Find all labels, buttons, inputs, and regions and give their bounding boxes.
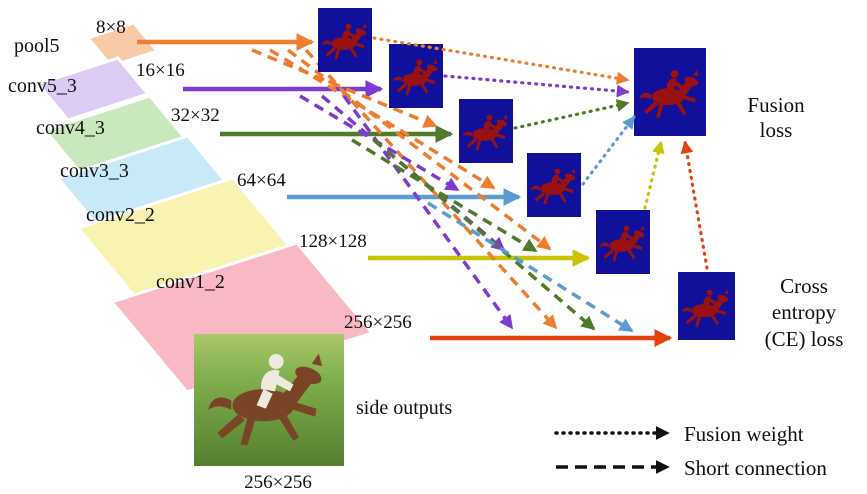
loss-labels: Fusion loss Cross entropy (CE) loss [747,93,843,351]
fusion-weight-from-map1 [372,36,630,85]
fusion-map [634,48,706,136]
legend-label-short-connection: Short connection [684,456,827,480]
short-connection-pool5-3 [286,48,552,251]
legend: Fusion weight Short connection [554,422,827,480]
input-image-caption: 256×256 [244,472,312,493]
layer-slab-pool5 [85,21,160,68]
resolution-label-32x32: 32×32 [171,105,220,126]
side-output-map-2 [389,44,443,108]
resolution-label-128x128: 128×128 [299,231,367,252]
layer-label-conv1_2: conv1_2 [156,271,225,293]
resolution-label-256x256: 256×256 [344,312,412,333]
side-output-map-4 [527,153,581,217]
conv-stack: pool5 conv5_3 conv4_3 conv3_3 conv2_2 co… [8,21,375,394]
side-outputs-label: side outputs [356,397,452,419]
short-connection-pool5-2 [269,48,496,190]
short-connection-arrows [251,48,634,333]
layer-label-conv4_3: conv4_3 [36,117,105,139]
fusion-loss-label-line2: loss [760,118,793,142]
input-image [194,334,344,466]
short-connection-conv5_3-3 [342,94,514,330]
legend-label-fusion-weight: Fusion weight [684,422,804,446]
fusion-weight-from-map5 [643,140,665,210]
ce-loss-label-line1: Cross [780,274,828,298]
layer-slab-conv5_3 [35,56,151,122]
layer-label-pool5: pool5 [14,35,60,57]
fusion-weight-arrows [372,36,709,270]
layer-slab-conv1_2 [109,241,375,394]
side-output-map-6 [678,272,735,340]
short-connection-conv4_3-1 [351,138,538,253]
ce-loss-label-line3: (CE) loss [765,327,844,351]
fusion-loss-label-line1: Fusion [747,93,805,117]
fusion-weight-from-map2 [443,74,630,98]
layer-label-conv3_3: conv3_3 [60,160,129,182]
fusion-weight-from-map4 [581,115,636,186]
fusion-weight-from-map3 [513,99,630,130]
short-connection-pool5-4 [304,48,558,330]
ce-loss-label-line2: entropy [772,300,837,324]
side-output-map-3 [459,99,513,163]
resolution-label-16x16: 16×16 [136,60,185,81]
resolution-label-64x64: 64×64 [237,170,286,191]
short-connection-conv3_3-1 [427,201,634,333]
layer-label-conv5_3: conv5_3 [8,75,77,97]
resolution-label-8x8: 8×8 [96,17,126,38]
layer-label-conv2_2: conv2_2 [86,204,155,226]
side-output-map-1 [318,8,372,72]
side-output-map-5 [596,210,650,274]
resolution-labels: 8×8 16×16 32×32 64×64 128×128 256×256 [96,17,412,333]
side-output-maps [318,8,735,340]
short-connection-conv4_3-2 [372,138,596,331]
fusion-weight-from-map6 [680,140,709,270]
